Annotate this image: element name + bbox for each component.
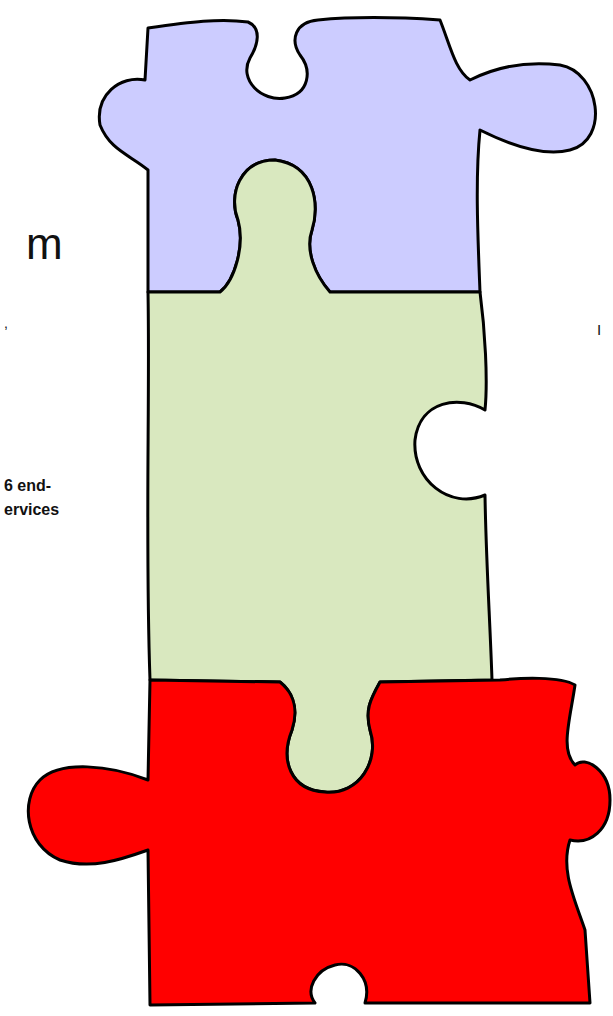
text-fragment: ervices (4, 502, 59, 518)
title-fragment: m (26, 222, 63, 266)
text-fragment: 6 end- (4, 478, 51, 494)
text-fragment: , (4, 316, 8, 330)
puzzle-piece-bottom (28, 678, 610, 1005)
text-fragment: I (597, 322, 601, 337)
puzzle-piece-top (99, 18, 595, 292)
